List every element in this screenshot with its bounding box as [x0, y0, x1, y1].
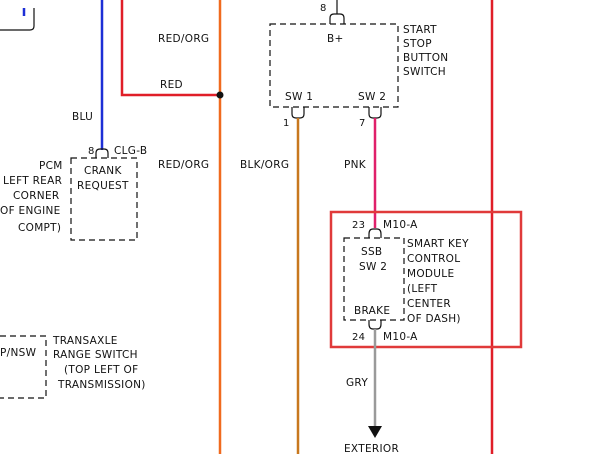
start-stop-label-2: STOP: [403, 38, 432, 50]
skcm-pin-top: 23: [352, 220, 365, 231]
skcm-label-4: (LEFT: [407, 283, 438, 295]
skcm-conn-top: M10-A: [383, 219, 418, 231]
skcm-sw2: SW 2: [359, 261, 387, 273]
skcm-label-3: MODULE: [407, 268, 454, 280]
pcm-location-1: LEFT REAR: [3, 175, 62, 187]
pnk-label: PNK: [344, 159, 367, 171]
transaxle-label-1: TRANSAXLE: [52, 335, 118, 347]
sw2-label: SW 2: [358, 91, 386, 103]
pcm-location-2: CORNER: [13, 190, 59, 202]
start-stop-top-pin: 8: [320, 3, 327, 14]
skcm-top-connector: [368, 228, 382, 238]
skcm-box: [343, 237, 405, 321]
red-org-label-top: RED/ORG: [158, 33, 209, 45]
skcm-bottom-connector: [368, 320, 382, 330]
red-wire: [120, 0, 220, 97]
skcm-pin-bottom: 24: [352, 332, 365, 343]
start-stop-label-4: SWITCH: [403, 66, 446, 78]
crank-request-line1: CRANK: [84, 165, 122, 177]
pcm-pin: 8: [88, 146, 95, 157]
sw1-connector: [291, 107, 305, 119]
skcm-label-5: CENTER: [407, 298, 451, 310]
skcm-ssb: SSB: [361, 246, 382, 258]
sw2-pin: 7: [359, 118, 366, 129]
exterior-label: EXTERIOR: [344, 443, 399, 454]
skcm-brake: BRAKE: [354, 305, 390, 317]
exterior-arrow: [368, 426, 382, 438]
upper-left-wire-fragment: [0, 8, 35, 31]
highlight-box: [329, 210, 523, 349]
transaxle-box-text: P/NSW: [0, 347, 37, 359]
pcm-label: PCM: [39, 160, 63, 172]
splice-dot: [216, 91, 224, 99]
start-stop-top-connector: [329, 13, 345, 24]
sw1-label: SW 1: [285, 91, 313, 103]
start-stop-label-1: START: [403, 24, 437, 36]
red-wire-label: RED: [160, 79, 183, 91]
pcm-box: [70, 157, 138, 241]
sw2-connector: [368, 107, 382, 119]
bplus-label: B+: [327, 33, 344, 45]
skcm-label-6: OF DASH): [407, 313, 461, 325]
start-stop-switch-box: [269, 23, 399, 108]
transaxle-label-2: RANGE SWITCH: [53, 349, 138, 361]
transaxle-box: [0, 335, 47, 399]
blu-wire-label: BLU: [72, 111, 93, 123]
red-org-label-mid: RED/ORG: [158, 159, 209, 171]
transaxle-label-4: TRANSMISSION): [57, 379, 146, 391]
skcm-conn-bottom: M10-A: [383, 331, 418, 343]
gry-label: GRY: [346, 377, 368, 389]
pcm-connector: [95, 148, 109, 158]
pcm-location-3: OF ENGINE: [0, 205, 61, 217]
blk-org-label: BLK/ORG: [240, 159, 289, 171]
pcm-location-4: COMPT): [18, 222, 61, 234]
crank-request-line2: REQUEST: [77, 180, 129, 192]
skcm-label-2: CONTROL: [407, 253, 460, 265]
sw1-pin: 1: [283, 118, 290, 129]
transaxle-label-3: (TOP LEFT OF: [64, 364, 138, 376]
start-stop-label-3: BUTTON: [403, 52, 448, 64]
pcm-connector-id: CLG-B: [114, 145, 147, 157]
skcm-label-1: SMART KEY: [407, 238, 469, 250]
